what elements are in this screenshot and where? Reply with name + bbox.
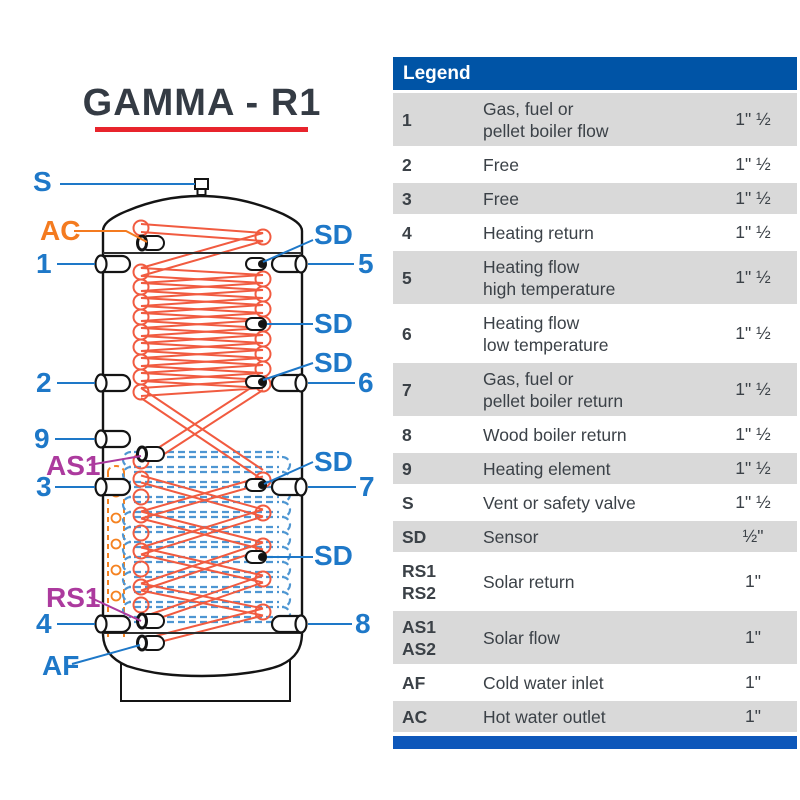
legend-row-desc: Heating flow low temperature [483,312,609,355]
legend-header: Legend [393,57,797,90]
legend-row-code: AF [402,672,426,693]
legend-row-code: 9 [402,458,412,479]
label-1: 1 [36,248,52,279]
legend-row-rs: RS1 RS2 Solar return 1" [393,555,797,608]
right-ports [270,254,308,634]
legend-row-af: AF Cold water inlet 1" [393,667,797,698]
legend-row-5: 5 Heating flow high temperature 1" ½ [393,251,797,304]
label-7: 7 [359,471,375,502]
legend-row-code: 4 [402,222,412,243]
label-sd-2: SD [314,308,353,339]
legend-row-size: 1" [745,627,761,647]
legend-row-desc: Hot water outlet [483,706,606,727]
legend-row-code: 2 [402,154,412,175]
legend-row-code: AC [402,706,428,727]
diagram-title: GAMMA - R1 [82,82,322,124]
label-s: S [33,166,52,197]
label-sd-3: SD [314,347,353,378]
label-3: 3 [36,471,52,502]
legend-row-desc: Gas, fuel or pellet boiler flow [483,98,609,141]
legend-row-desc: Wood boiler return [483,424,627,445]
legend-row-size: 1" ½ [735,222,771,242]
legend-row-size: 1" ½ [735,424,771,444]
legend-row-desc: Free [483,188,519,209]
legend-row-as: AS1 AS2 Solar flow 1" [393,611,797,664]
left-ports [94,254,132,634]
tank-schematic [55,178,356,702]
label-as1: AS1 [46,450,101,481]
legend-row-code: 3 [402,188,412,209]
orange-leader-line [74,230,148,243]
legend-row-size: 1" [745,672,761,692]
legend-row-size: 1" ½ [735,188,771,208]
legend-row-size: 1" [745,706,761,726]
legend-row-desc: Solar return [483,571,575,592]
weld-seam-lines [103,252,302,634]
legend-row-1: 1 Gas, fuel or pellet boiler flow 1" ½ [393,93,797,146]
legend-footer-bar [393,736,797,749]
legend-row-code: 5 [402,267,412,288]
label-8: 8 [355,608,371,639]
tank-diagram-area: GAMMA - R1 [33,82,375,702]
legend-row-7: 7 Gas, fuel or pellet boiler return 1" ½ [393,363,797,416]
label-9: 9 [34,423,50,454]
legend-row-desc: Vent or safety valve [483,492,636,513]
legend-row-desc: Heating return [483,222,594,243]
legend-row-desc: Gas, fuel or pellet boiler return [483,368,624,411]
legend-row-sd: SD Sensor ½" [393,521,797,552]
legend-row-code: SD [402,526,427,547]
legend-row-size: ½" [742,526,764,546]
label-sd-1: SD [314,219,353,250]
legend-row-code: 6 [402,323,412,344]
title-underline [95,127,308,132]
label-sd-4: SD [314,446,353,477]
label-rs1: RS1 [46,582,101,613]
legend-row-s: S Vent or safety valve 1" ½ [393,487,797,518]
vent-stub [194,178,209,196]
legend-row-size: 1" ½ [735,492,771,512]
legend-row-size: 1" ½ [735,109,771,129]
label-4: 4 [36,608,52,639]
legend-row-code: 7 [402,379,412,400]
legend-row-2: 2 Free 1" ½ [393,149,797,180]
legend-row-code: AS1 AS2 [402,616,437,659]
legend-row-4: 4 Heating return 1" ½ [393,217,797,248]
legend-row-code: RS1 RS2 [402,560,437,603]
label-af: AF [42,650,80,681]
sensor-wells [245,257,267,564]
legend-row-8: 8 Wood boiler return 1" ½ [393,419,797,450]
legend-row-6: 6 Heating flow low temperature 1" ½ [393,307,797,360]
legend-row-3: 3 Free 1" ½ [393,183,797,214]
legend-row-desc: Cold water inlet [483,672,604,693]
legend-row-size: 1" ½ [735,154,771,174]
inner-ports [136,234,165,652]
legend-table: Legend 1 Gas, fuel or pellet boiler flow… [393,57,797,749]
legend-row-desc: Free [483,154,519,175]
legend-row-9: 9 Heating element 1" ½ [393,453,797,484]
legend-row-desc: Heating element [483,458,611,479]
label-5: 5 [358,248,374,279]
legend-row-size: 1" ½ [735,323,771,343]
legend-row-desc: Heating flow high temperature [483,256,616,299]
label-2: 2 [36,367,52,398]
legend-row-size: 1" ½ [735,267,771,287]
legend-row-code: S [402,492,414,513]
legend-row-desc: Sensor [483,526,539,547]
legend-row-size: 1" ½ [735,458,771,478]
label-sd-5: SD [314,540,353,571]
legend-row-code: 8 [402,424,412,445]
label-6: 6 [358,367,374,398]
legend-row-code: 1 [402,109,412,130]
legend-row-ac: AC Hot water outlet 1" [393,701,797,732]
purple-leader-lines [88,455,142,622]
blue-leader-lines [55,183,356,665]
legend-row-desc: Solar flow [483,627,560,648]
legend-row-size: 1" ½ [735,379,771,399]
legend-header-title: Legend [403,63,471,84]
legend-row-size: 1" [745,571,761,591]
label-ac: AC [40,215,81,246]
